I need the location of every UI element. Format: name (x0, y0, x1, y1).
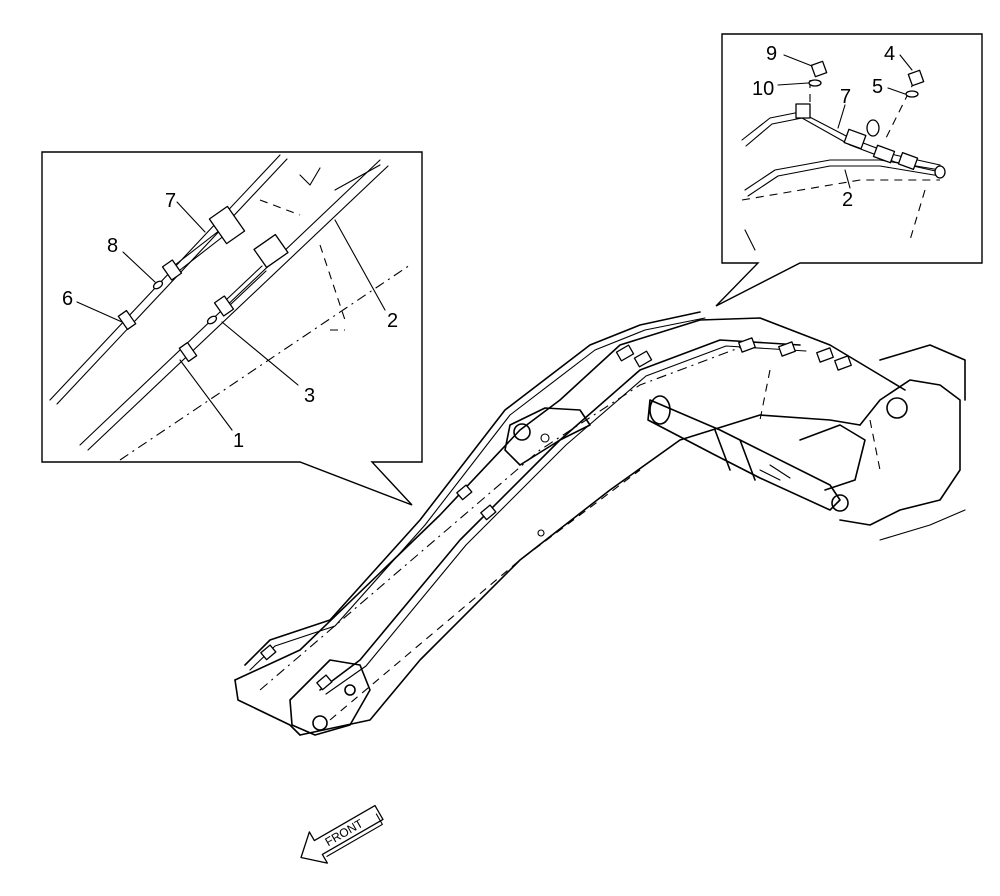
callout-7-left: 7 (165, 190, 176, 212)
callout-2-right: 2 (842, 189, 853, 211)
callout-2-left: 2 (387, 310, 398, 332)
callout-9-right: 9 (766, 43, 777, 65)
callout-5-right: 5 (872, 76, 883, 98)
callout-8-left: 8 (107, 235, 118, 257)
boom-assembly (234, 311, 966, 736)
right-detail-view: 9 10 7 4 5 2 (715, 33, 983, 307)
callout-3-left: 3 (304, 385, 315, 407)
left-detail-view: 7 8 6 1 3 2 (41, 151, 423, 506)
callout-1-left: 1 (233, 430, 244, 452)
front-direction-arrow: FRONT (300, 804, 384, 864)
callout-6-left: 6 (62, 288, 73, 310)
callout-4-right: 4 (884, 43, 895, 65)
callout-10-right: 10 (752, 78, 774, 100)
callout-7-right: 7 (840, 86, 851, 108)
